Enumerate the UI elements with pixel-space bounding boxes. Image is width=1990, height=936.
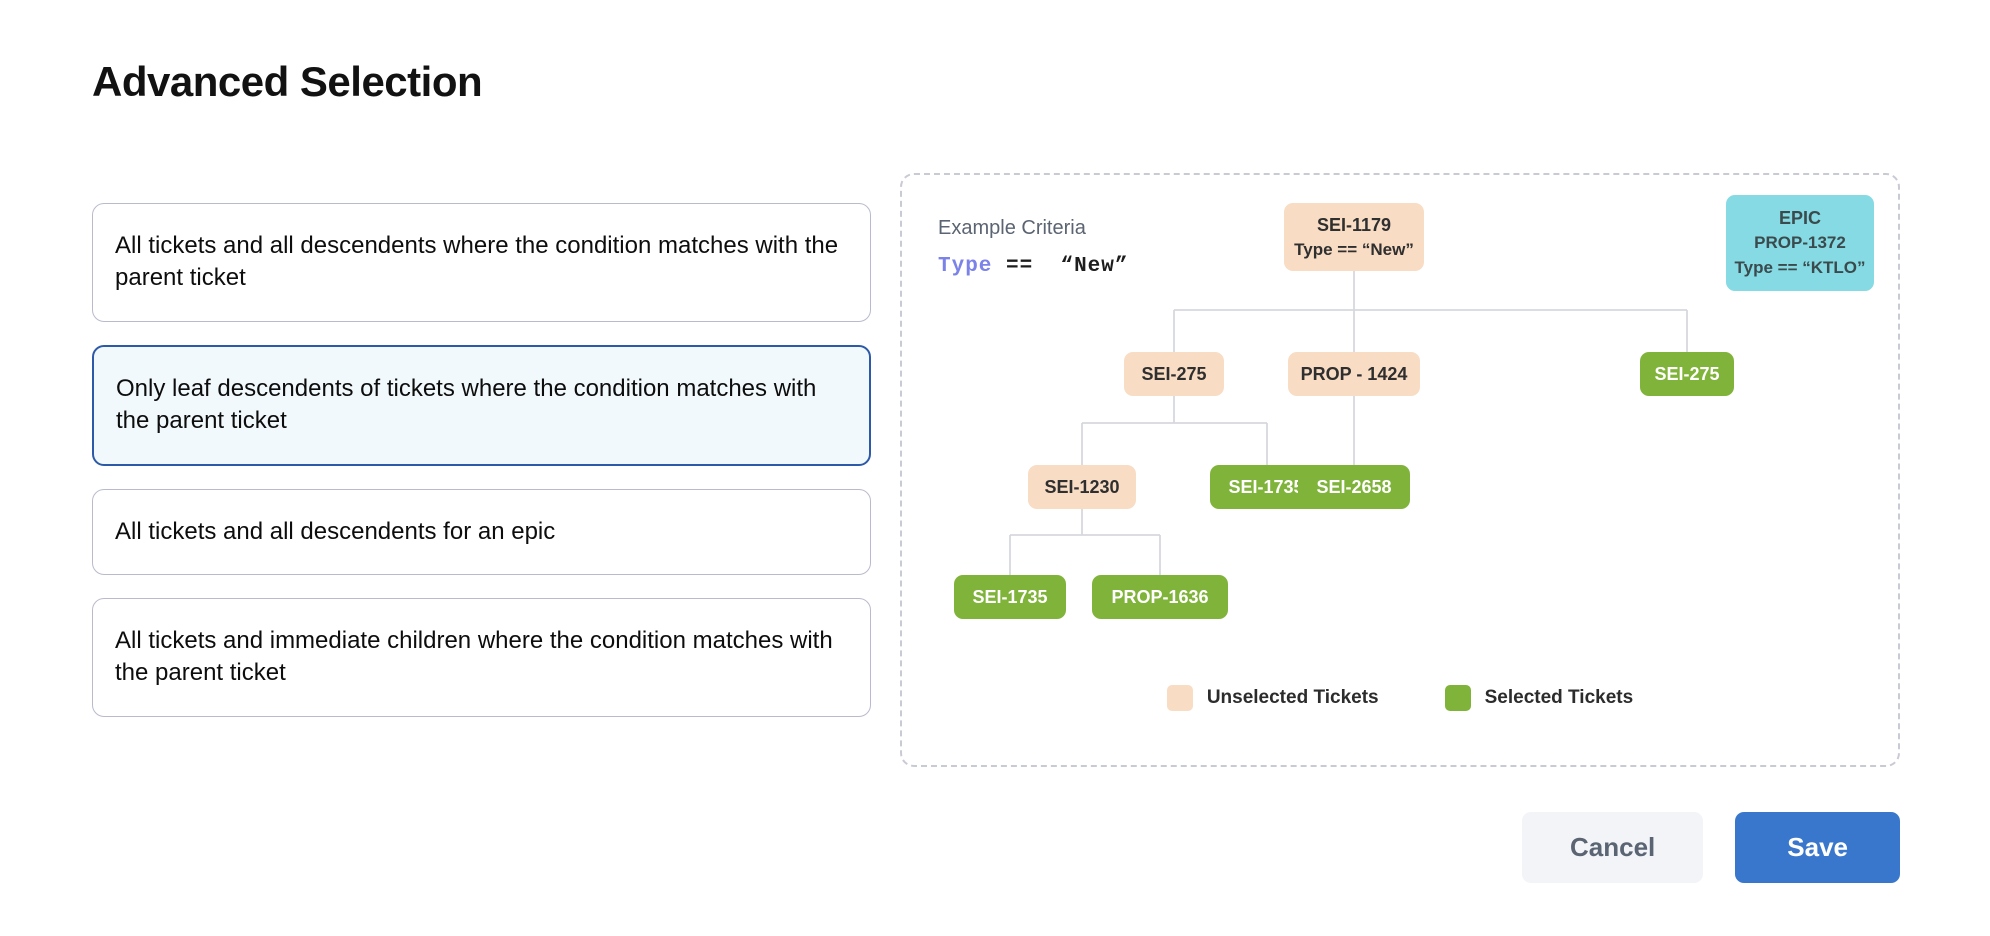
option-card-leaf-descendents[interactable]: Only leaf descendents of tickets where t… [92, 344, 871, 466]
tree-node-sei-275-b[interactable]: SEI-275 [1640, 352, 1734, 396]
criteria-value: “New” [1060, 255, 1129, 278]
criteria-operator: == [1006, 255, 1034, 278]
option-label: All tickets and immediate children where… [115, 626, 833, 687]
tree-node-sei-1179[interactable]: SEI-1179 Type == “New” [1284, 203, 1424, 271]
option-card-all-descendents[interactable]: All tickets and all descendents where th… [92, 203, 871, 322]
option-label: All tickets and all descendents for an e… [115, 517, 556, 545]
legend-item-unselected: Unselected Tickets [1166, 685, 1379, 711]
node-title: PROP - 1424 [1300, 363, 1408, 384]
tree-node-prop-1636[interactable]: PROP-1636 [1092, 575, 1228, 619]
node-title: SEI-1735 [1228, 476, 1304, 497]
diagram-legend: Unselected Tickets Selected Tickets [902, 685, 1898, 711]
legend-swatch-selected-icon [1444, 685, 1471, 711]
node-title: SEI-275 [1654, 363, 1720, 384]
tree-node-epic-prop-1372[interactable]: EPIC PROP-1372 Type == “KTLO” [1726, 195, 1874, 291]
legend-swatch-unselected-icon [1166, 685, 1193, 711]
node-title: PROP-1636 [1111, 586, 1209, 607]
criteria-expression: Type == “New” [938, 255, 1128, 278]
dialog-footer: Cancel Save [1522, 812, 1900, 883]
tree-node-sei-1230[interactable]: SEI-1230 [1028, 465, 1136, 509]
criteria-label: Example Criteria [938, 217, 1086, 239]
legend-item-selected: Selected Tickets [1444, 685, 1634, 711]
option-card-immediate-children[interactable]: All tickets and immediate children where… [92, 597, 871, 717]
page-title: Advanced Selection [92, 58, 483, 105]
node-title: SEI-1179 [1316, 214, 1392, 235]
option-label: All tickets and all descendents where th… [115, 232, 839, 292]
legend-label: Selected Tickets [1484, 687, 1634, 708]
option-list: All tickets and all descendents where th… [92, 203, 871, 717]
tree-node-prop-1424[interactable]: PROP - 1424 [1288, 352, 1420, 396]
node-title: SEI-2658 [1316, 476, 1392, 497]
tree-node-sei-2658[interactable]: SEI-2658 [1298, 465, 1410, 509]
example-diagram-panel: Example Criteria Type == “New” [900, 173, 1900, 767]
option-card-epic-descendents[interactable]: All tickets and all descendents for an e… [92, 488, 871, 575]
option-label: Only leaf descendents of tickets where t… [116, 374, 817, 435]
node-title: SEI-1735 [972, 586, 1048, 607]
legend-label: Unselected Tickets [1206, 687, 1379, 708]
criteria-keyword: Type [938, 255, 993, 278]
node-subtitle: Type == “New” [1294, 239, 1414, 259]
node-subtitle: PROP-1372 [1754, 233, 1846, 253]
node-title: EPIC [1778, 208, 1821, 229]
save-button[interactable]: Save [1735, 812, 1900, 883]
tree-node-sei-1735-b[interactable]: SEI-1735 [954, 575, 1066, 619]
node-title: SEI-275 [1141, 363, 1207, 384]
cancel-button[interactable]: Cancel [1522, 812, 1704, 883]
node-subtitle-2: Type == “KTLO” [1734, 258, 1866, 278]
node-title: SEI-1230 [1044, 476, 1120, 497]
tree-node-sei-275-a[interactable]: SEI-275 [1124, 352, 1224, 396]
